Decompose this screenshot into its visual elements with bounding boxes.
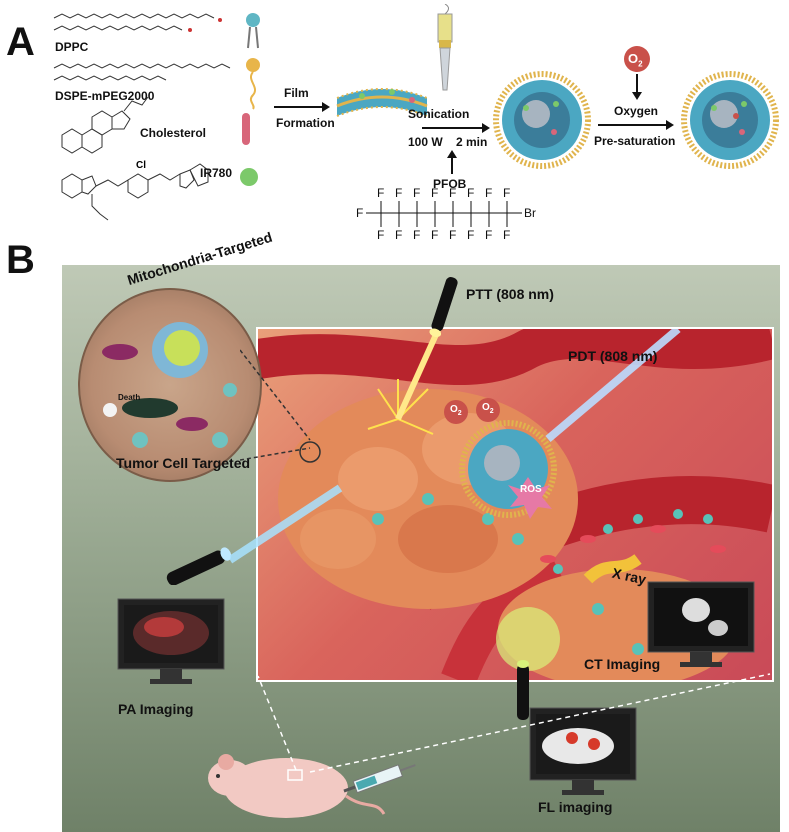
svg-text:F: F bbox=[503, 228, 510, 242]
pa-label: PA Imaging bbox=[118, 701, 194, 717]
dppc-structure bbox=[53, 13, 222, 32]
fl-laser bbox=[517, 660, 529, 720]
svg-text:F: F bbox=[377, 228, 384, 242]
svg-text:F: F bbox=[503, 186, 510, 200]
o2-icon bbox=[624, 46, 650, 72]
tumor-cell-label: Tumor Cell Targeted bbox=[116, 455, 251, 471]
pa-laser bbox=[166, 547, 232, 585]
o2-bubble-1: O2 bbox=[450, 404, 462, 417]
ir780-label: IR780 bbox=[200, 166, 233, 180]
o2-bubbles bbox=[444, 398, 500, 424]
nanoparticle-1 bbox=[493, 71, 591, 169]
svg-text:Cl: Cl bbox=[136, 160, 146, 171]
pfob-formula: F FF FF FF FF FF FF FF FF Br bbox=[356, 186, 536, 242]
tumor-cell-circle bbox=[78, 288, 262, 482]
cell-interior bbox=[102, 322, 237, 448]
svg-text:F: F bbox=[395, 186, 402, 200]
svg-text:F: F bbox=[356, 206, 363, 220]
svg-text:F: F bbox=[377, 186, 384, 200]
sonicator-probe bbox=[437, 4, 453, 91]
formation-label: Formation bbox=[276, 116, 335, 130]
fl-monitor bbox=[529, 707, 637, 795]
svg-text:F: F bbox=[431, 186, 438, 200]
dspe-label: DSPE-mPEG2000 bbox=[55, 89, 155, 103]
panel-b-letter: B bbox=[6, 238, 35, 282]
presat-arrow bbox=[598, 120, 674, 130]
pdt-label: PDT (808 nm) bbox=[568, 348, 658, 364]
ct-label: CT Imaging bbox=[584, 656, 661, 672]
o2-bubble-2: O2 bbox=[482, 402, 494, 415]
pa-monitor bbox=[117, 598, 225, 684]
time-label: 2 min bbox=[456, 135, 488, 149]
svg-text:Br: Br bbox=[524, 206, 536, 220]
svg-text:F: F bbox=[467, 186, 474, 200]
dppc-icon bbox=[246, 13, 260, 49]
dspe-structure bbox=[53, 63, 231, 81]
svg-text:F: F bbox=[395, 228, 402, 242]
svg-text:F: F bbox=[467, 228, 474, 242]
svg-text:F: F bbox=[413, 228, 420, 242]
ir780-structure: Cl bbox=[61, 160, 209, 221]
syringe bbox=[343, 764, 416, 794]
o2-text: O2 bbox=[628, 51, 643, 69]
ptt-label: PTT (808 nm) bbox=[466, 286, 554, 302]
sonication-label: Sonication bbox=[408, 107, 470, 121]
power-label: 100 W bbox=[408, 135, 443, 149]
oxygen-label: Oxygen bbox=[614, 104, 659, 118]
cholesterol-structure bbox=[61, 96, 149, 154]
tumor-scene bbox=[256, 327, 774, 682]
film-arrow bbox=[274, 102, 330, 112]
fl-label: FL imaging bbox=[538, 799, 613, 815]
dppc-label: DPPC bbox=[55, 40, 89, 54]
ptt-laser bbox=[429, 277, 458, 338]
cholesterol-label: Cholesterol bbox=[140, 126, 207, 140]
cholesterol-icon bbox=[242, 113, 250, 145]
svg-text:F: F bbox=[485, 228, 492, 242]
dspe-icon bbox=[246, 58, 260, 110]
panel-a-letter: A bbox=[6, 20, 35, 64]
presat-label: Pre-saturation bbox=[594, 134, 676, 148]
svg-text:F: F bbox=[485, 186, 492, 200]
sonication-arrow bbox=[422, 123, 490, 133]
pfob-label: PFOB bbox=[433, 177, 467, 191]
pa-beam bbox=[230, 484, 343, 564]
mouse-zoom-lines bbox=[257, 673, 771, 773]
ros-label: ROS bbox=[520, 484, 542, 495]
death-label: Death bbox=[118, 393, 141, 402]
svg-text:F: F bbox=[449, 186, 456, 200]
film-label: Film bbox=[284, 86, 309, 100]
zoom-lines bbox=[240, 349, 321, 463]
pfob-arrow bbox=[447, 150, 457, 174]
svg-text:F: F bbox=[413, 186, 420, 200]
svg-text:F: F bbox=[431, 228, 438, 242]
svg-text:F: F bbox=[449, 228, 456, 242]
oxygen-arrow bbox=[632, 74, 642, 100]
ir780-icon bbox=[240, 168, 258, 186]
lipid-film bbox=[336, 88, 428, 117]
mouse-illustration bbox=[208, 754, 386, 818]
nanoparticle-2 bbox=[681, 71, 779, 169]
ct-monitor bbox=[647, 581, 755, 667]
